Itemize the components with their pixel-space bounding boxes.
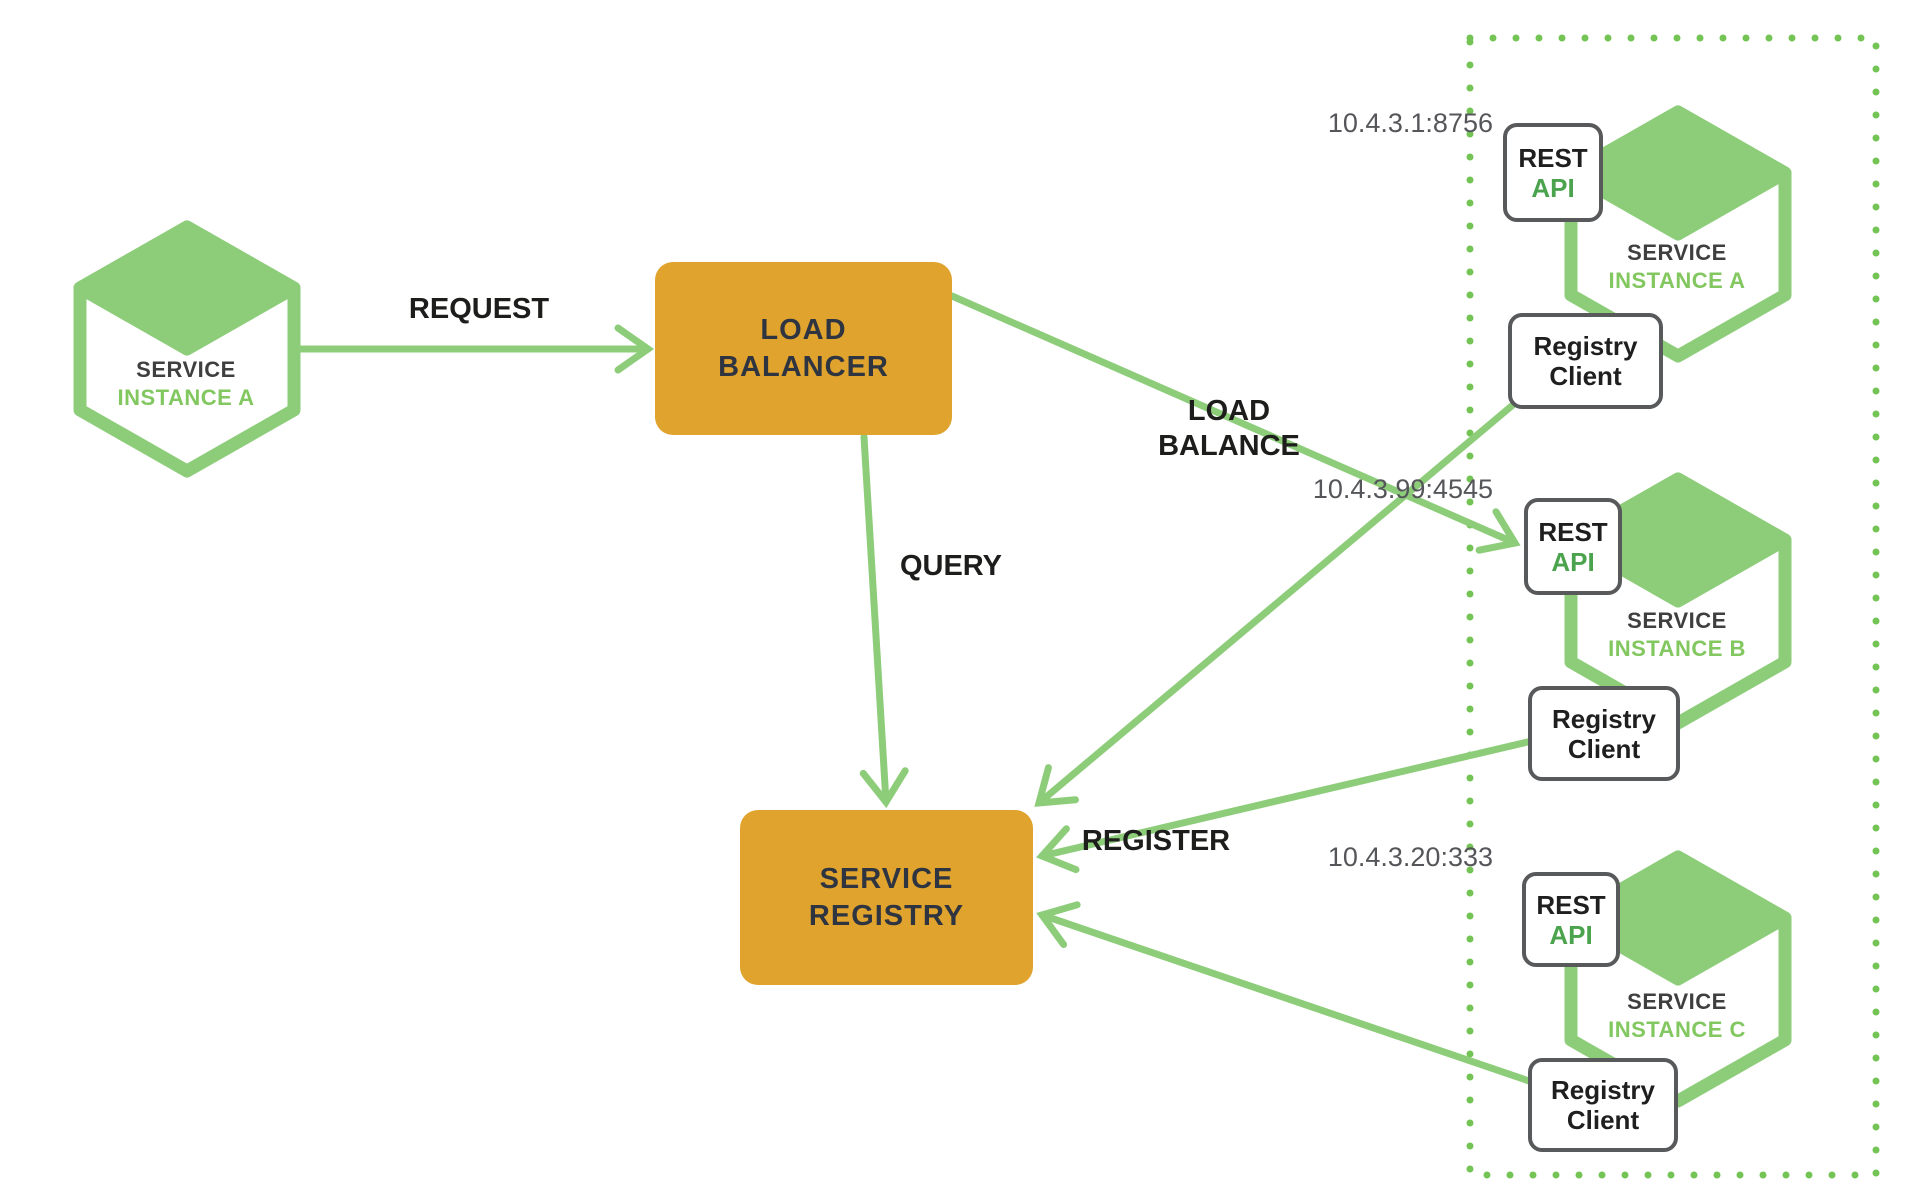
- instance-b-api-label: API: [1551, 546, 1595, 577]
- instance-c-label-line1: SERVICE: [1627, 989, 1727, 1014]
- instance-b-address-label: 10.4.3.99:4545: [1312, 474, 1493, 504]
- instance-c-address-label: 10.4.3.20:333: [1327, 842, 1493, 872]
- instance-c-rest-api-box: REST API: [1522, 872, 1620, 967]
- instance-b-client-label: Client: [1567, 733, 1641, 764]
- instance-c-registry-client-box: Registry Client: [1528, 1058, 1678, 1152]
- load-balancer-label-line2: BALANCER: [718, 350, 889, 383]
- instance-b-registry-label: Registry: [1551, 703, 1657, 734]
- service-instance-hexagon-icon: [80, 227, 294, 471]
- instance-c-registry-label: Registry: [1550, 1075, 1656, 1105]
- left-instance-label-line2: INSTANCE A: [117, 385, 255, 410]
- instance-b-label: SERVICE INSTANCE B: [1567, 607, 1787, 663]
- request-edge-label: REQUEST: [408, 293, 550, 325]
- load-balancer-label-line1: LOAD: [760, 313, 847, 346]
- service-registry-label-line2: REGISTRY: [808, 899, 965, 932]
- register-arrow-c: [1036, 901, 1536, 1086]
- instance-a-api-label: API: [1531, 172, 1575, 203]
- left-instance-label: SERVICE INSTANCE A: [76, 356, 296, 412]
- instances-dotted-border: [1466, 34, 1880, 1179]
- load-balancer-node: LOAD BALANCER: [655, 262, 952, 435]
- left-instance-label-line1: SERVICE: [136, 357, 236, 382]
- instance-a-address-label: 10.4.3.1:8756: [1327, 108, 1493, 138]
- instance-c-client-label: Client: [1566, 1105, 1640, 1135]
- load-balance-arrow: [948, 292, 1521, 554]
- instance-c-rest-label: REST: [1536, 889, 1606, 920]
- load-balance-edge-label-line1: LOAD: [1187, 395, 1271, 427]
- service-registry-node: SERVICE REGISTRY: [740, 810, 1033, 985]
- instance-b-label-line2: INSTANCE B: [1608, 636, 1746, 661]
- service-registry-label-line1: SERVICE: [819, 862, 954, 895]
- load-balance-edge-label: LOAD BALANCE: [1119, 394, 1339, 464]
- instance-a-label-line1: SERVICE: [1627, 240, 1727, 265]
- query-arrow: [859, 433, 909, 809]
- instance-b-rest-label: REST: [1538, 516, 1608, 547]
- register-edge-label: REGISTER: [1081, 825, 1231, 857]
- instance-a-label-line2: INSTANCE A: [1608, 268, 1746, 293]
- instance-a-registry-client-box: Registry Client: [1508, 313, 1663, 409]
- instance-c-api-label: API: [1549, 919, 1593, 950]
- instance-c-label-line2: INSTANCE C: [1608, 1017, 1746, 1042]
- instance-b-rest-api-box: REST API: [1524, 498, 1622, 595]
- load-balance-edge-label-line2: BALANCE: [1158, 430, 1300, 462]
- register-arrow-a: [1034, 400, 1518, 807]
- instance-a-client-label: Client: [1549, 361, 1622, 391]
- instance-b-label-line1: SERVICE: [1627, 608, 1727, 633]
- query-edge-label: QUERY: [899, 550, 1003, 582]
- register-arrow-b: [1036, 737, 1536, 874]
- instance-b-registry-client-box: Registry Client: [1528, 686, 1680, 781]
- instance-c-label: SERVICE INSTANCE C: [1567, 988, 1787, 1044]
- instance-a-rest-api-box: REST API: [1503, 123, 1603, 222]
- instance-a-registry-label: Registry: [1533, 331, 1638, 361]
- instance-a-label: SERVICE INSTANCE A: [1567, 239, 1787, 295]
- instance-a-rest-label: REST: [1518, 142, 1588, 173]
